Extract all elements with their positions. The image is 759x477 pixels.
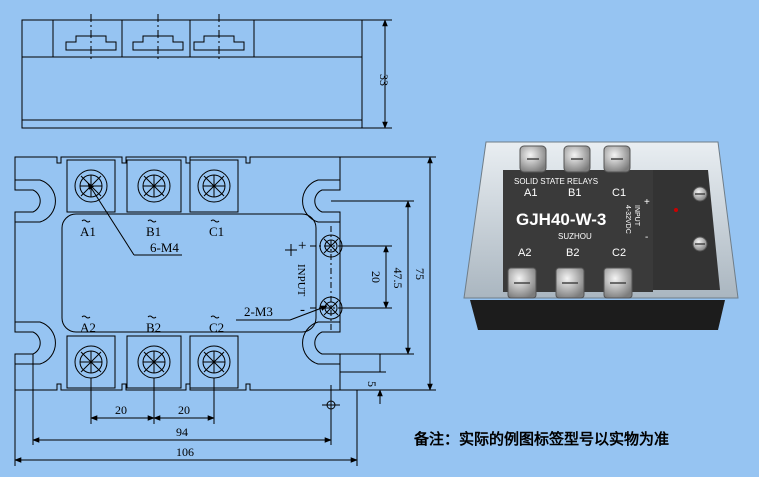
photo-label-a1: A1	[524, 187, 537, 199]
relay-photo: SOLID STATE RELAYS A1 B1 C1 GJH40-W-3 SU…	[463, 141, 739, 330]
input-minus: -	[300, 302, 305, 318]
input-plus: +	[298, 238, 306, 254]
callout-2m3: 2-M3	[244, 304, 273, 319]
photo-label-a2: A2	[518, 247, 531, 259]
input-label: INPUT	[295, 264, 307, 297]
screw-b1	[137, 169, 171, 203]
photo-label-c1: C1	[612, 187, 626, 199]
label-plate	[61, 213, 317, 333]
screw-c2	[197, 345, 231, 379]
dim-pitch-right: 20	[178, 403, 190, 417]
photo-model: GJH40-W-3	[516, 210, 606, 229]
side-view	[21, 14, 392, 129]
photo-minus: -	[645, 232, 648, 243]
dim-edge: 5	[365, 381, 379, 387]
dim-overall: 106	[176, 445, 194, 459]
label-a1: A1	[80, 224, 96, 239]
label-b2: B2	[146, 320, 161, 335]
label-c2: C2	[209, 320, 224, 335]
top-view	[14, 156, 341, 391]
side-terminal-3	[193, 14, 245, 62]
photo-city: SUZHOU	[558, 232, 592, 241]
dim-height: 33	[377, 74, 391, 86]
screw-c1	[197, 169, 231, 203]
photo-input: INPUT	[633, 205, 640, 227]
screw-b2	[137, 345, 171, 379]
body-outline	[14, 156, 341, 391]
photo-plus: +	[644, 197, 650, 208]
label-b1: B1	[146, 224, 161, 239]
screw-a2	[74, 345, 108, 379]
photo-brand: SOLID STATE RELAYS	[514, 177, 598, 186]
dim-mount: 94	[176, 425, 188, 439]
photo-voltage: 4-32VDC	[624, 205, 631, 234]
label-c1: C1	[209, 224, 224, 239]
dim-inner: 47.5	[391, 268, 405, 289]
side-terminal-2	[132, 14, 184, 62]
photo-label-b2: B2	[566, 247, 579, 259]
photo-label-c2: C2	[612, 247, 626, 259]
screw-a1	[74, 169, 108, 203]
dim-pitch-left: 20	[115, 403, 127, 417]
side-terminal-1	[65, 14, 117, 62]
callout-6m4: 6-M4	[150, 240, 179, 255]
dim-input-pitch: 20	[369, 271, 383, 283]
label-a2: A2	[80, 320, 96, 335]
footnote: 备注：实际的例图标签型号以实物为准	[414, 430, 670, 448]
dim-width: 75	[413, 268, 427, 280]
photo-label-b1: B1	[568, 187, 581, 199]
